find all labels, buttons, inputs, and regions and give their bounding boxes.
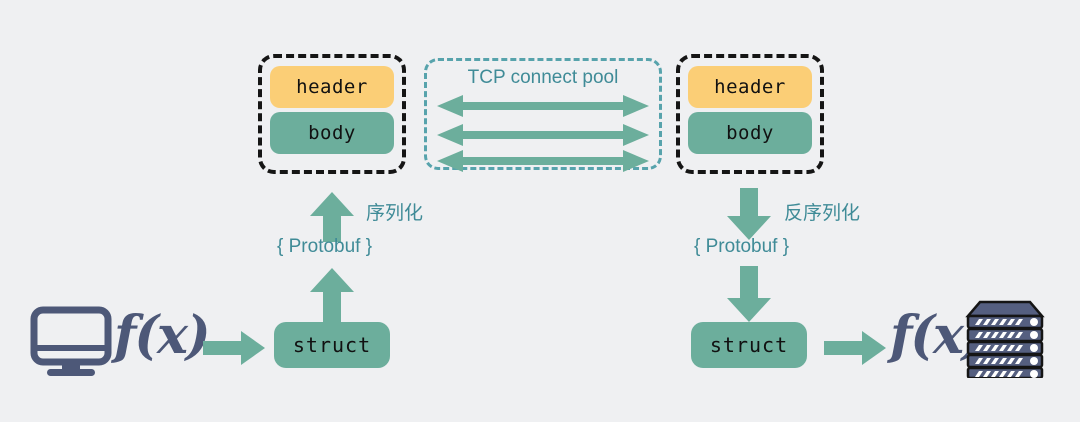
right-packet-box: header body [676,54,824,174]
serialize-arrow-upper [310,192,354,242]
double-headed-arrow-icon [437,124,463,146]
arrow-down-icon [727,216,771,240]
left-packet-header-segment: header [270,66,394,108]
deserialize-arrow-lower [727,266,771,322]
left-encoding-label: { Protobuf } [277,236,373,257]
left-packet-box: header body [258,54,406,174]
double-headed-arrow-icon [437,95,463,117]
right-packet-header-segment: header [688,66,812,108]
arrow-down-icon [727,298,771,322]
client-struct-box: struct [274,322,390,368]
double-headed-arrow-icon [437,150,463,172]
tcp-pool-title: TCP connect pool [467,67,619,88]
serialize-arrow-lower [310,268,354,324]
tcp-connect-pool: TCP connect pool [424,58,662,172]
arrow-up-icon [310,192,354,216]
pool-connection-2 [437,124,649,146]
server-rack-icon [958,286,1052,380]
serialize-label: 序列化 [366,203,424,224]
monitor-icon [30,306,112,378]
deserialize-arrow-upper [727,188,771,240]
right-packet-body-segment: body [688,112,812,154]
arrow-right-icon [241,331,265,365]
client-to-struct-arrow [203,331,265,365]
left-packet-body-segment: body [270,112,394,154]
deserialize-label: 反序列化 [784,203,861,224]
struct-to-server-arrow [824,331,886,365]
right-encoding-label: { Protobuf } [694,236,790,257]
client-function-symbol: f(x) [114,305,211,366]
server-struct-box: struct [691,322,807,368]
arrow-up-icon [310,268,354,292]
pool-connection-3 [437,150,649,172]
pool-connection-1 [437,95,649,117]
arrow-right-icon [862,331,886,365]
